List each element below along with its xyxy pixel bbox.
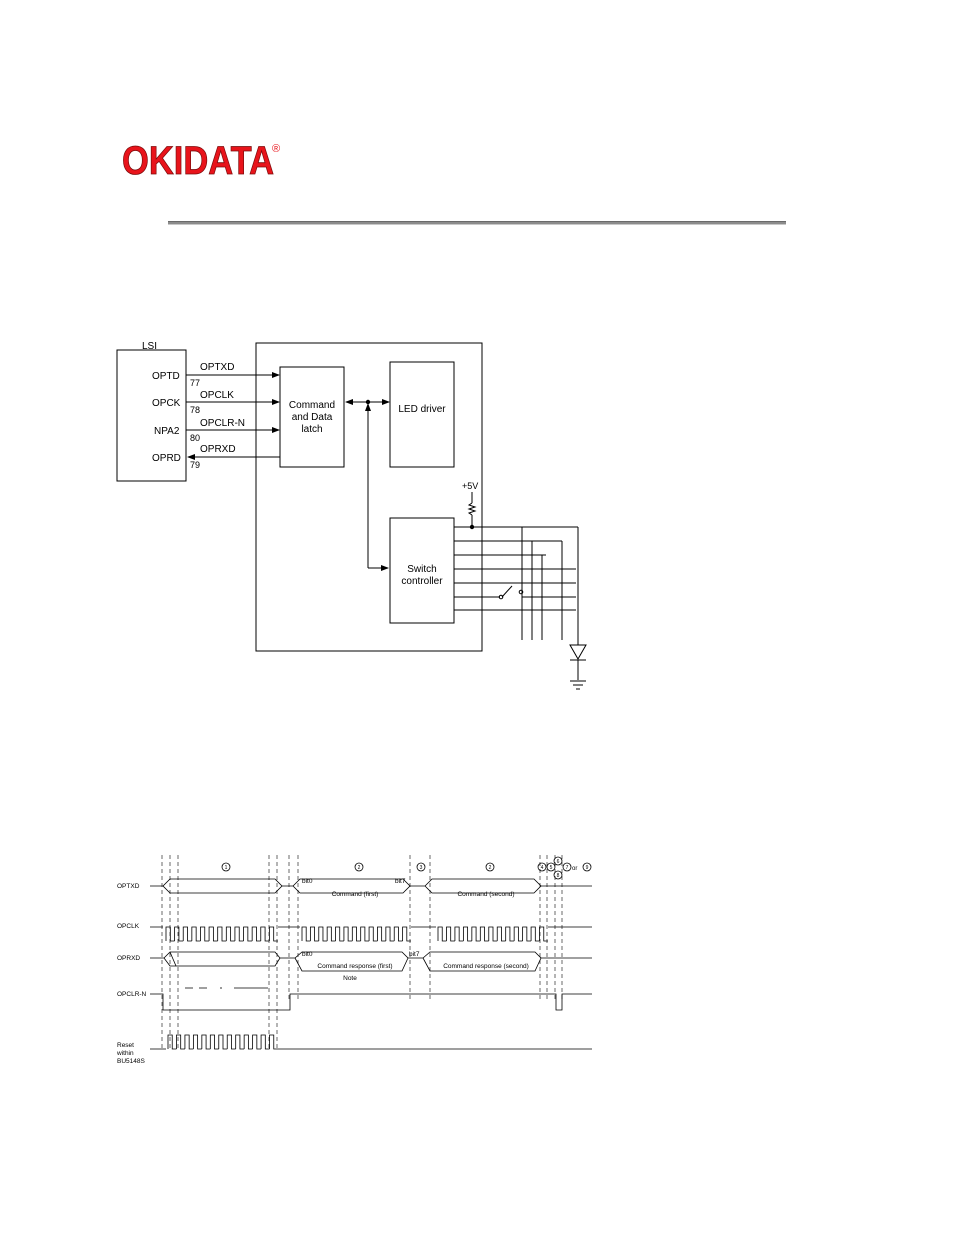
phase-mark-1: 1	[225, 865, 228, 871]
lsi-label: LSI	[142, 341, 157, 352]
response-second-label: Command response (second)	[443, 963, 529, 970]
phase-mark-4: 4	[541, 865, 544, 871]
timing-label-opclr-n: OPCLR-N	[117, 991, 147, 998]
command-second-label: Command (second)	[457, 891, 514, 898]
signal-opclk: OPCLK	[200, 390, 234, 401]
latch-label-3: latch	[301, 424, 322, 435]
timing-label-within: within	[116, 1050, 134, 1057]
latch-label-1: Command	[289, 400, 335, 411]
supply-label: +5V	[462, 481, 478, 491]
bit0-label-rx: bit0	[302, 951, 313, 958]
phase-mark-3: 3	[420, 865, 423, 871]
pin-number-80: 80	[190, 433, 200, 443]
note-label: Note	[343, 975, 357, 982]
operator-panel-box	[255, 342, 483, 652]
pin-opck: OPCK	[152, 398, 181, 409]
pin-npa2: NPA2	[154, 426, 180, 437]
led-driver-label: LED driver	[398, 404, 446, 415]
registered-mark: ®	[272, 143, 280, 155]
block-diagram: LSI OPTD OPCK NPA2 OPRD 77 78 80 79 OPTX…	[116, 341, 587, 690]
timing-label-oprxd: OPRXD	[117, 955, 140, 962]
phase-mark-2: 2	[358, 865, 361, 871]
header-rule	[168, 221, 786, 225]
bit7-label-tx: bit7	[395, 878, 406, 885]
signal-optxd: OPTXD	[200, 362, 234, 373]
pin-number-78: 78	[190, 405, 200, 415]
phase-mark-7: 7	[566, 865, 569, 871]
okidata-logo-text: OKIDATA	[122, 139, 274, 183]
bit0-label-tx: bit0	[302, 878, 313, 885]
phase-mark-2b: 2	[489, 865, 492, 871]
command-first-label: Command (first)	[332, 891, 379, 898]
latch-box	[279, 366, 345, 468]
phase-mark-5: 5	[550, 865, 553, 871]
okidata-logo: OKIDATA ®	[122, 139, 281, 184]
signal-opclr-n: OPCLR-N	[200, 418, 245, 429]
led-driver-box	[389, 361, 455, 468]
bit7-label-rx: bit7	[409, 951, 420, 958]
signal-oprxd: OPRXD	[200, 444, 236, 455]
pin-number-79: 79	[190, 460, 200, 470]
timing-label-bu5148s: BU5148S	[117, 1058, 145, 1065]
pin-number-77: 77	[190, 378, 200, 388]
latch-label-2: and Data	[292, 412, 333, 423]
switch-controller-box	[389, 517, 455, 624]
timing-label-optxd: OPTXD	[117, 883, 140, 890]
response-first-label: Command response (first)	[317, 963, 392, 970]
or-label: or	[572, 866, 577, 872]
timing-label-opclk: OPCLK	[117, 923, 140, 930]
phase-mark-9: 9	[586, 865, 589, 871]
switch-label-2: controller	[401, 576, 443, 587]
phase-mark-6: 6	[557, 859, 560, 865]
phase-mark-8: 8	[557, 873, 560, 879]
switch-label-1: Switch	[407, 564, 436, 575]
pin-oprd: OPRD	[152, 453, 181, 464]
timing-label-reset: Reset	[117, 1042, 134, 1049]
lsi-box	[116, 349, 187, 482]
pin-optd: OPTD	[152, 371, 180, 382]
